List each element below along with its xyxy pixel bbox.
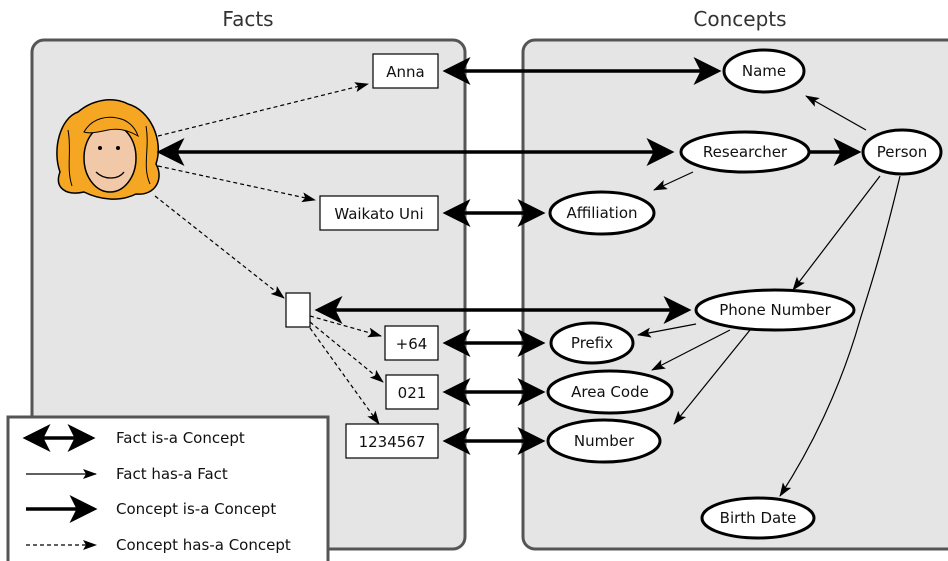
concept-label-phone-number: Phone Number [719, 301, 831, 319]
facts-panel-title: Facts [222, 7, 273, 31]
concept-node-birth-date [700, 496, 816, 540]
dashed-links [154, 82, 384, 425]
fact-label-021: 021 [398, 384, 427, 402]
legend-label-concept-hasa-concept: Concept has-a Concept [116, 536, 291, 554]
fact-box-phone [285, 292, 311, 328]
fact-label-anna: Anna [386, 63, 424, 81]
concept-label-person: Person [877, 143, 927, 161]
concept-label-prefix: Prefix [571, 334, 613, 352]
concept-node-phone-number [694, 288, 856, 332]
concept-label-affiliation: Affiliation [566, 204, 637, 222]
legend-label-concept-isa-concept: Concept is-a Concept [116, 500, 276, 518]
legend: Fact is-a Concept Fact has-a Fact Concep… [6, 415, 330, 561]
fact-box-1234567 [345, 423, 439, 459]
concept-node-researcher [679, 130, 811, 174]
concept-label-number: Number [574, 432, 635, 450]
concept-node-person [861, 128, 943, 176]
anna-avatar-icon [56, 99, 160, 200]
concept-node-affiliation [548, 190, 656, 236]
fact-label-plus64: +64 [396, 335, 428, 353]
concept-node-prefix [549, 321, 635, 365]
concept-node-area-code [546, 369, 674, 415]
concept-label-name: Name [742, 62, 786, 80]
fact-box-plus64 [384, 325, 439, 361]
fact-label-1234567: 1234567 [359, 433, 426, 451]
concept-hasa-links [637, 95, 901, 497]
legend-label-fact-isa-concept: Fact is-a Concept [116, 429, 245, 447]
concept-label-birth-date: Birth Date [720, 509, 797, 527]
fact-box-waikato [319, 195, 439, 231]
fact-isa-concept-links [156, 57, 722, 455]
fact-box-021 [385, 374, 439, 410]
fact-box-anna [372, 53, 439, 89]
concept-label-area-code: Area Code [571, 383, 649, 401]
concept-label-researcher: Researcher [703, 143, 788, 161]
concepts-panel-title: Concepts [693, 7, 786, 31]
legend-label-fact-hasa-fact: Fact has-a Fact [116, 465, 228, 483]
concept-node-name [722, 48, 806, 94]
fact-label-waikato: Waikato Uni [334, 205, 423, 223]
concept-node-number [546, 418, 662, 464]
